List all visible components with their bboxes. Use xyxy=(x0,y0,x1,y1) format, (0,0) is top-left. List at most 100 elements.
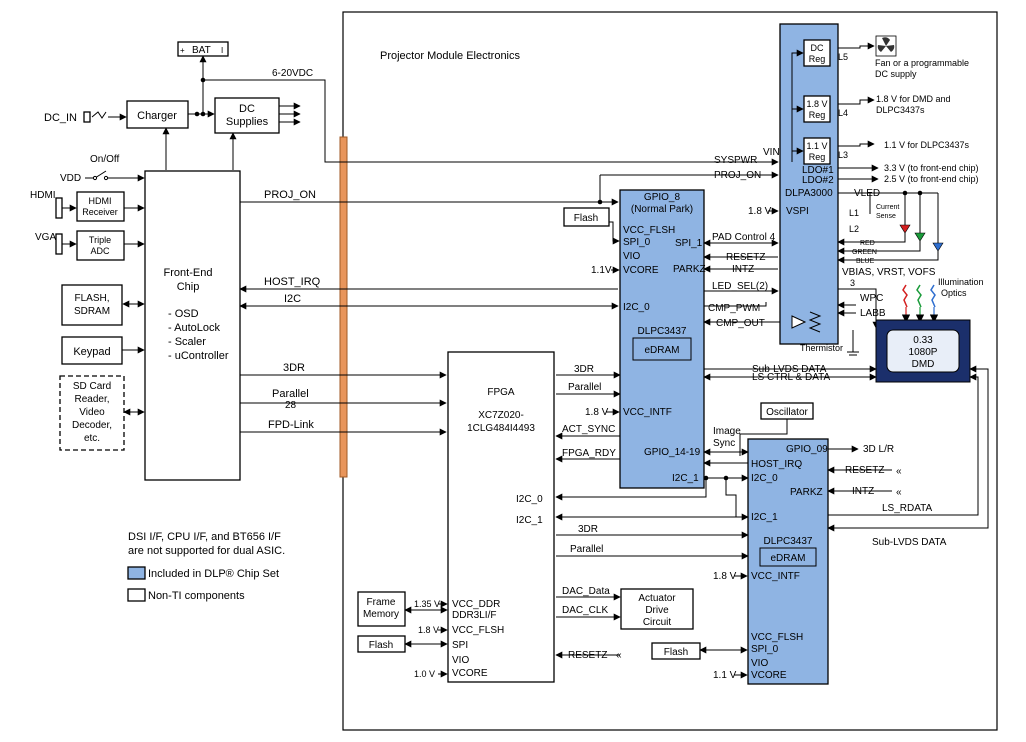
svg-text:ADC: ADC xyxy=(90,246,110,256)
svg-text:I2C_0: I2C_0 xyxy=(516,494,543,505)
svg-text:VCC_DDR: VCC_DDR xyxy=(452,599,500,610)
svg-text:I2C_0: I2C_0 xyxy=(751,473,778,484)
svg-text:Frame: Frame xyxy=(367,597,396,608)
battery: BAT I + xyxy=(177,41,229,57)
svg-text:I: I xyxy=(221,46,223,55)
svg-text:Oscillator: Oscillator xyxy=(766,407,808,418)
fan-icon xyxy=(875,35,897,57)
svg-text:VCC_INTF: VCC_INTF xyxy=(623,407,672,418)
svg-text:DC: DC xyxy=(811,43,824,53)
dlpc-top-edram xyxy=(632,337,692,361)
dlpc-bottom-edram xyxy=(759,547,817,567)
svg-text:Video: Video xyxy=(79,407,105,418)
svg-text:VIO: VIO xyxy=(452,655,469,666)
svg-text:- uController: - uController xyxy=(168,350,229,362)
svg-text:Image: Image xyxy=(713,426,741,437)
svg-text:SPI_0: SPI_0 xyxy=(623,237,651,248)
dsi-note-line1: DSI I/F, CPU I/F, and BT656 I/F xyxy=(128,531,281,543)
svg-text:Triple: Triple xyxy=(89,235,111,245)
vdd-label: VDD xyxy=(60,173,81,184)
svg-text:HDMI: HDMI xyxy=(89,196,112,206)
svg-text:LS_RDATA: LS_RDATA xyxy=(882,503,933,514)
svg-text:LDO#1: LDO#1 xyxy=(802,165,834,176)
comparator-icon xyxy=(791,315,807,329)
svg-text:CMP_PWM: CMP_PWM xyxy=(708,303,760,314)
svg-text:3: 3 xyxy=(850,278,855,288)
svg-text:VIO: VIO xyxy=(623,251,640,262)
svg-text:Parallel: Parallel xyxy=(568,382,601,393)
svg-text:«: « xyxy=(896,466,902,477)
svg-text:0.33: 0.33 xyxy=(913,335,933,346)
svg-text:1.1 V for DLPC3437s: 1.1 V for DLPC3437s xyxy=(884,140,970,150)
svg-text:GREEN: GREEN xyxy=(852,249,877,256)
svg-text:1.0 V: 1.0 V xyxy=(414,669,435,679)
module-title: Projector Module Electronics xyxy=(380,50,521,62)
blue-led-icon xyxy=(932,242,944,252)
svg-text:- Scaler: - Scaler xyxy=(168,336,206,348)
svg-text:«: « xyxy=(616,650,622,661)
green-led-icon xyxy=(914,232,926,242)
fpd-link-signal: FPD-Link xyxy=(268,419,314,431)
svg-text:DLPC3437: DLPC3437 xyxy=(764,536,813,547)
svg-text:3DR: 3DR xyxy=(574,364,594,375)
red-led-icon xyxy=(899,224,911,234)
legend-ti-swatch xyxy=(127,566,146,580)
dlpc-top-flash-box xyxy=(563,207,610,227)
svg-text:PAD Control 4: PAD Control 4 xyxy=(712,232,776,243)
svg-text:Drive: Drive xyxy=(645,605,669,616)
svg-text:3.3 V (to front-end chip): 3.3 V (to front-end chip) xyxy=(884,163,979,173)
svg-text:LS CTRL & DATA: LS CTRL & DATA xyxy=(752,372,830,383)
svg-text:FLASH,: FLASH, xyxy=(74,293,109,304)
svg-text:PARKZ: PARKZ xyxy=(790,487,823,498)
svg-text:RESETZ: RESETZ xyxy=(568,650,607,661)
frame-memory-box xyxy=(357,591,406,627)
dlpa3000-box xyxy=(779,23,839,345)
svg-text:«: « xyxy=(896,487,902,498)
svg-text:VSPI: VSPI xyxy=(786,206,809,217)
reg-1v1-box xyxy=(803,137,831,165)
svg-text:Reg: Reg xyxy=(809,152,826,162)
svg-text:RESETZ: RESETZ xyxy=(726,252,765,263)
svg-text:INTZ: INTZ xyxy=(852,486,874,497)
dc-in-jack-icon xyxy=(83,111,107,123)
svg-text:RESETZ: RESETZ xyxy=(845,465,884,476)
svg-text:HOST_IRQ: HOST_IRQ xyxy=(751,459,802,470)
svg-text:Memory: Memory xyxy=(363,609,399,620)
svg-text:1.1 V: 1.1 V xyxy=(806,141,827,151)
svg-text:L5: L5 xyxy=(838,52,848,62)
onoff-label: On/Off xyxy=(90,154,119,165)
svg-text:Sub-LVDS DATA: Sub-LVDS DATA xyxy=(872,537,947,548)
parallel-bus-width: 28 xyxy=(285,400,297,411)
hdmi-receiver-box xyxy=(76,191,125,222)
host-irq-signal: HOST_IRQ xyxy=(264,276,321,288)
svg-text:SYSPWR: SYSPWR xyxy=(714,155,757,166)
svg-text:VIO: VIO xyxy=(751,658,768,669)
svg-text:L4: L4 xyxy=(838,108,848,118)
svg-text:BAT: BAT xyxy=(192,45,211,56)
svg-text:3DR: 3DR xyxy=(578,524,598,535)
svg-text:1.8 V: 1.8 V xyxy=(713,571,737,582)
svg-text:Flash: Flash xyxy=(574,213,598,224)
svg-text:VCORE: VCORE xyxy=(623,265,659,276)
svg-text:Optics: Optics xyxy=(941,288,967,298)
svg-text:2.5 V (to front-end chip): 2.5 V (to front-end chip) xyxy=(884,174,979,184)
svg-text:Sub-LVDS DATA: Sub-LVDS DATA xyxy=(752,364,827,375)
svg-text:DLPA3000: DLPA3000 xyxy=(785,188,833,199)
svg-text:eDRAM: eDRAM xyxy=(770,553,805,564)
svg-text:L1: L1 xyxy=(849,208,859,218)
svg-text:1.8 V: 1.8 V xyxy=(806,99,827,109)
svg-text:PROJ_ON: PROJ_ON xyxy=(714,170,761,181)
svg-text:1.35 V: 1.35 V xyxy=(414,599,440,609)
dc-in-label: DC_IN xyxy=(44,112,77,124)
thermistor-icon xyxy=(808,311,822,333)
svg-text:SDRAM: SDRAM xyxy=(74,306,110,317)
hdmi-label: HDMI xyxy=(30,190,56,201)
svg-text:Receiver: Receiver xyxy=(82,207,118,217)
legend-nonti-label: Non-TI components xyxy=(148,590,245,602)
dc-reg-box xyxy=(803,39,831,67)
svg-text:+: + xyxy=(180,46,185,55)
svg-text:Reader,: Reader, xyxy=(74,394,109,405)
svg-text:1CLG484I4493: 1CLG484I4493 xyxy=(467,423,535,434)
svg-text:GPIO_14-19: GPIO_14-19 xyxy=(644,447,701,458)
svg-text:eDRAM: eDRAM xyxy=(644,345,679,356)
